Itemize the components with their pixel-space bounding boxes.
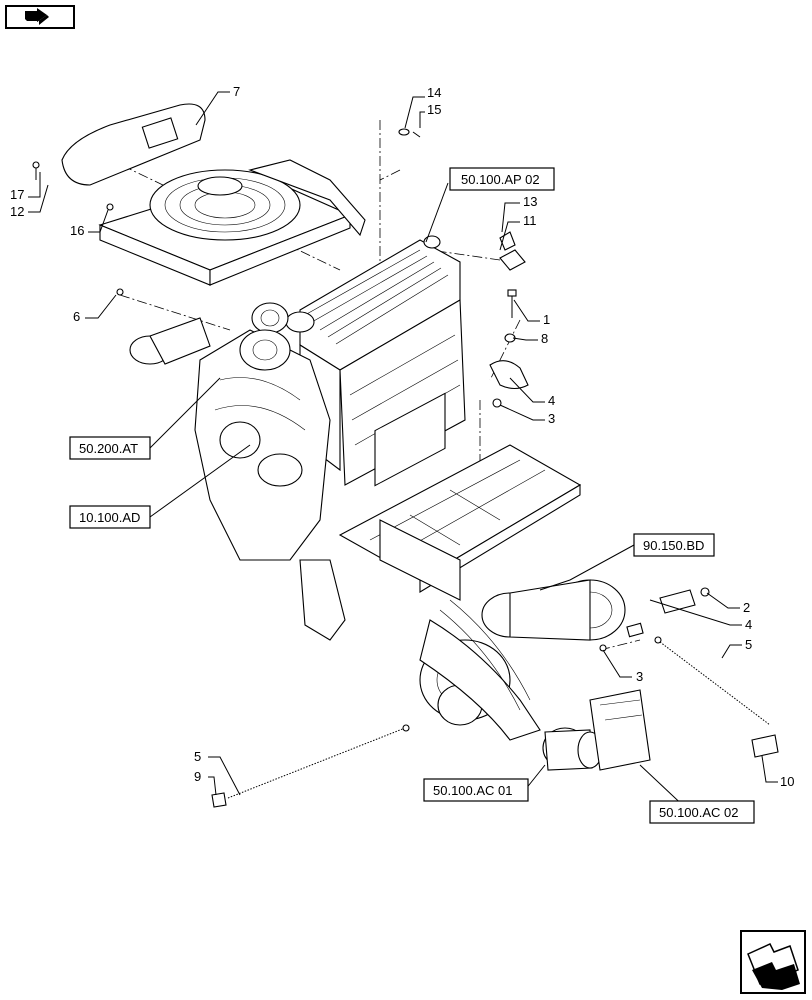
callout-2: 2 — [743, 600, 750, 615]
hardware-parts — [32, 128, 779, 808]
callout-6: 6 — [73, 309, 80, 324]
ref-label: 10.100.AD — [79, 510, 140, 525]
callout-7: 7 — [233, 84, 240, 99]
previous-page-button[interactable] — [5, 5, 75, 29]
callout-8: 8 — [541, 331, 548, 346]
callout-15: 15 — [427, 102, 441, 117]
callout-16: 16 — [70, 223, 84, 238]
callout-14: 14 — [427, 85, 441, 100]
callout-numbers: 7 14 15 17 12 16 6 13 11 1 8 4 3 2 4 5 3… — [10, 84, 794, 789]
ref-label: 50.200.AT — [79, 441, 138, 456]
chassis-frame — [338, 444, 582, 601]
callout-3-right: 3 — [636, 669, 643, 684]
spring-hoses — [227, 636, 771, 799]
ref-10-100-ad[interactable]: 10.100.AD — [69, 505, 151, 529]
ref-50-200-at[interactable]: 50.200.AT — [69, 436, 151, 460]
callout-13: 13 — [523, 194, 537, 209]
callout-10: 10 — [780, 774, 794, 789]
callout-9: 9 — [194, 769, 201, 784]
ref-label: 50.100.AC 01 — [433, 783, 513, 798]
ref-90-150-bd[interactable]: 90.150.BD — [633, 533, 715, 557]
engine — [129, 302, 346, 641]
back-arrow-icon — [25, 8, 49, 25]
next-page-button[interactable] — [740, 930, 806, 994]
ref-label: 90.150.BD — [643, 538, 704, 553]
callout-12: 12 — [10, 204, 24, 219]
callout-4-right: 4 — [745, 617, 752, 632]
forward-arrow-icon — [747, 943, 800, 990]
callout-11: 11 — [523, 213, 537, 228]
ref-50-100-ap-02[interactable]: 50.100.AP 02 — [449, 167, 555, 191]
ref-50-100-ac-02[interactable]: 50.100.AC 02 — [649, 800, 755, 824]
callout-17: 17 — [10, 187, 24, 202]
pump-assembly — [419, 579, 626, 741]
ref-label: 50.100.AC 02 — [659, 805, 739, 820]
callout-3-top: 3 — [548, 411, 555, 426]
compressor-motor — [542, 689, 651, 771]
callout-1: 1 — [543, 312, 550, 327]
callout-5-left: 5 — [194, 749, 201, 764]
ref-label: 50.100.AP 02 — [461, 172, 540, 187]
callout-5-right: 5 — [745, 637, 752, 652]
hvac-unit — [285, 235, 466, 487]
ref-50-100-ac-01[interactable]: 50.100.AC 01 — [423, 778, 529, 802]
condenser-fan-assembly — [61, 103, 366, 286]
callout-4-top: 4 — [548, 393, 555, 408]
